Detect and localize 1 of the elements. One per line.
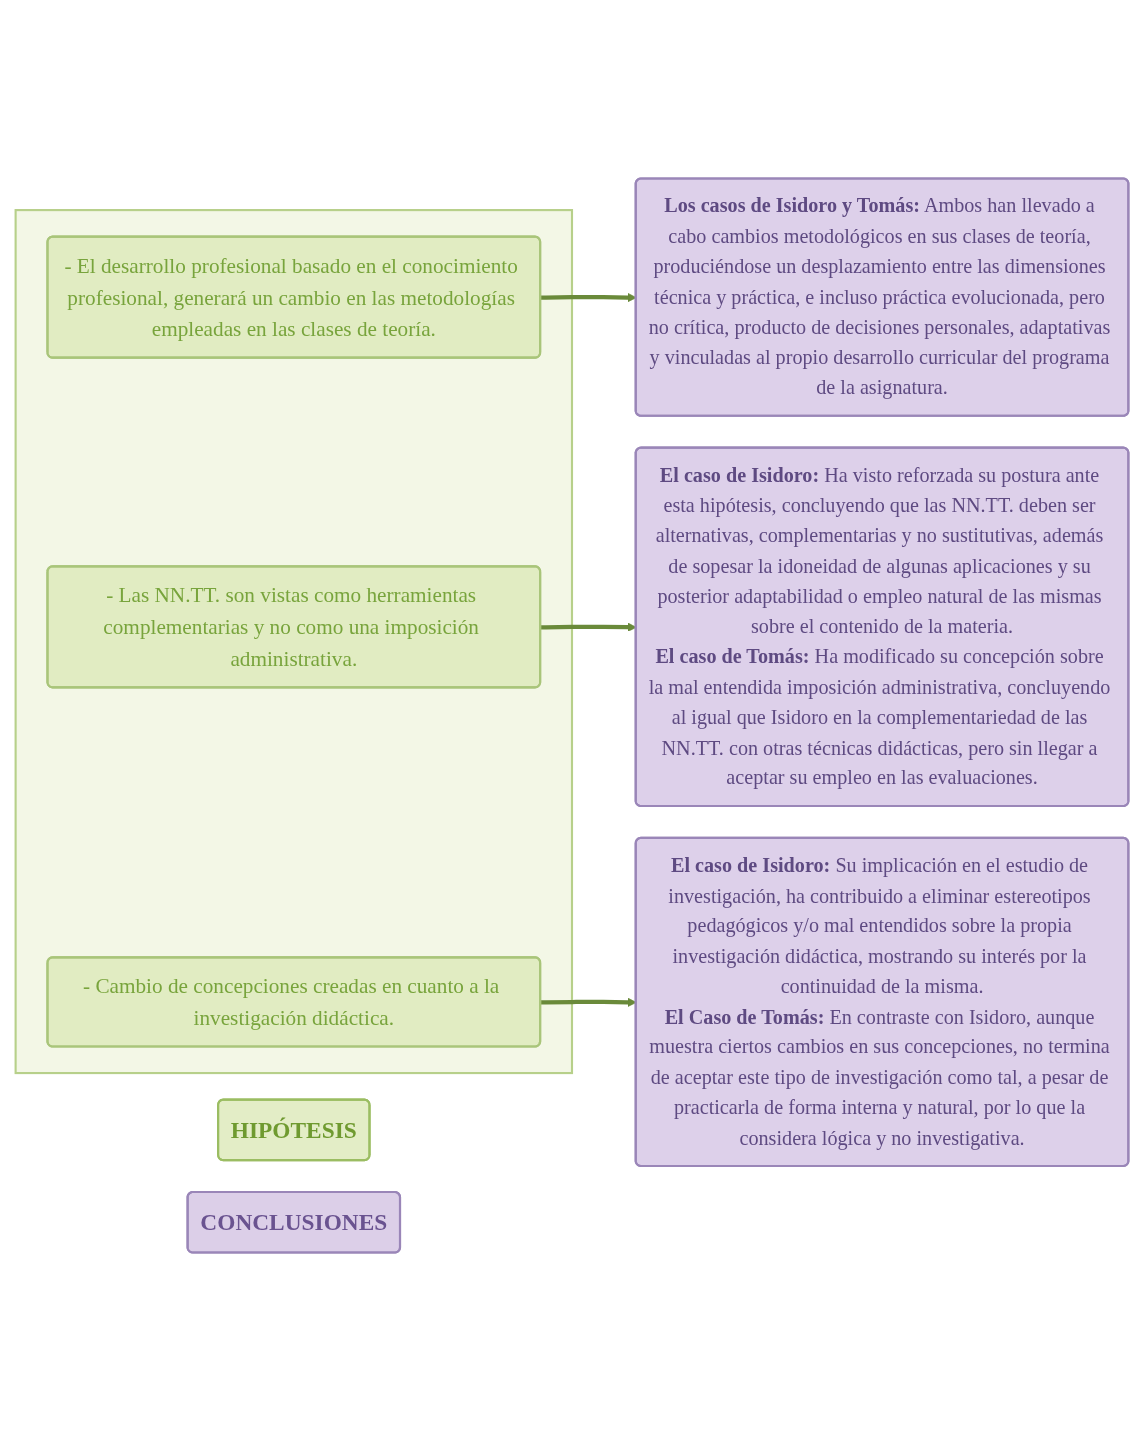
cluster [14,208,573,1074]
